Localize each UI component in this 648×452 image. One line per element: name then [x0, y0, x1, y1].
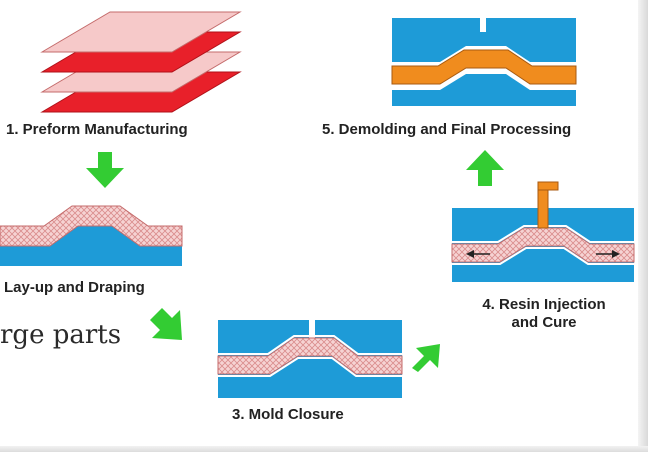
arrow-up-icon	[466, 150, 504, 186]
bottom-edge	[0, 446, 648, 452]
overlay-text: rge parts	[0, 320, 122, 350]
right-edge	[638, 0, 648, 452]
step-5-label: 5. Demolding and Final Processing	[322, 121, 572, 138]
step-3-label: 3. Mold Closure	[232, 406, 344, 423]
layup-mold-icon	[0, 205, 183, 266]
arrow-diagonal-up-icon	[412, 344, 440, 372]
injection-mold-icon	[451, 181, 635, 282]
step-4-label-line1: 4. Resin Injection	[482, 296, 606, 313]
step-4-label-line2: and Cure	[511, 314, 577, 331]
closed-mold-icon	[217, 320, 403, 398]
arrow-down-icon	[86, 152, 124, 188]
arrow-diagonal-icon	[150, 308, 182, 340]
demold-icon	[391, 18, 577, 106]
ply-stack-icon	[40, 11, 242, 113]
step-2-label: Lay-up and Draping	[4, 279, 145, 296]
step-1-label: 1. Preform Manufacturing	[6, 121, 188, 138]
